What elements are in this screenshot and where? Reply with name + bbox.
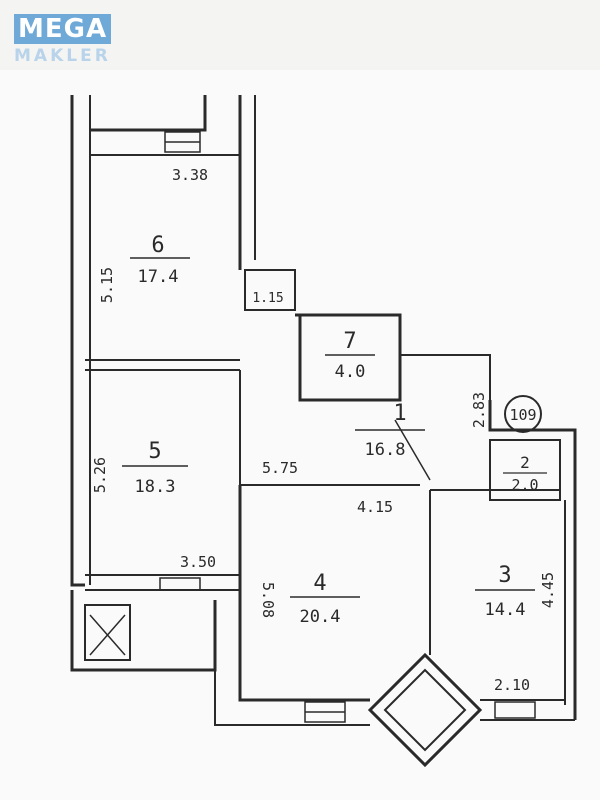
right-outer-wall bbox=[488, 400, 577, 720]
balcony-cross bbox=[89, 614, 126, 656]
apartment-number: 109 bbox=[509, 406, 536, 424]
dim-room6-length: 5.15 bbox=[98, 267, 116, 303]
dim-room4-length: 5.08 bbox=[259, 582, 277, 618]
apartment-number-circle bbox=[504, 395, 542, 433]
bottom-right-wall bbox=[480, 699, 575, 721]
room5-number: 5 bbox=[148, 439, 161, 464]
room7-number: 7 bbox=[343, 329, 356, 354]
room4-area: 20.4 bbox=[300, 607, 341, 627]
room7-walls bbox=[295, 313, 402, 402]
room4-left-bottom bbox=[238, 485, 370, 702]
room6-area: 17.4 bbox=[138, 267, 179, 287]
bay-inner bbox=[383, 668, 467, 752]
dim-hall-width: 4.15 bbox=[357, 498, 393, 516]
small-hall bbox=[244, 269, 296, 311]
dim-room3-width: 2.10 bbox=[494, 676, 530, 694]
room1-number: 1 bbox=[393, 401, 406, 426]
room6-top-wall bbox=[90, 95, 207, 132]
room4-number: 4 bbox=[313, 571, 326, 596]
room5-area: 18.3 bbox=[135, 477, 176, 497]
dim-room5-width: 3.50 bbox=[180, 553, 216, 571]
balcony-box bbox=[84, 604, 131, 661]
dim-corridor: 5.75 bbox=[262, 459, 298, 477]
hall-top-right bbox=[400, 354, 491, 400]
bay-outer bbox=[367, 652, 483, 768]
room2-walls bbox=[489, 439, 561, 501]
plan-sheet bbox=[0, 70, 600, 800]
room3-area: 14.4 bbox=[485, 600, 526, 620]
room3-window bbox=[494, 701, 536, 719]
room2-area: 2.0 bbox=[511, 476, 538, 494]
logo-makler: MAKLER bbox=[14, 46, 111, 66]
room7-area: 4.0 bbox=[335, 362, 366, 382]
dim-room3-length: 4.45 bbox=[539, 572, 557, 608]
dim-small-hall: 1.15 bbox=[252, 291, 283, 306]
room4-outer-bottom bbox=[214, 670, 370, 726]
room3-number: 3 bbox=[498, 563, 511, 588]
logo-mega: MEGA bbox=[14, 14, 112, 44]
dim-room6-width: 3.38 bbox=[172, 166, 208, 184]
dim-hall-depth: 2.83 bbox=[470, 392, 488, 428]
room6-number: 6 bbox=[151, 233, 164, 258]
room1-area: 16.8 bbox=[365, 440, 406, 460]
left-outer-wall bbox=[70, 95, 85, 587]
room3-walls bbox=[429, 489, 560, 655]
watermark-logo: MEGA MAKLER bbox=[14, 14, 114, 66]
room6-room5-partition bbox=[85, 359, 240, 371]
room2-number: 2 bbox=[520, 453, 530, 472]
balcony-left bbox=[70, 590, 217, 672]
room5-window bbox=[159, 577, 201, 591]
dim-room5-length: 5.26 bbox=[91, 457, 109, 493]
